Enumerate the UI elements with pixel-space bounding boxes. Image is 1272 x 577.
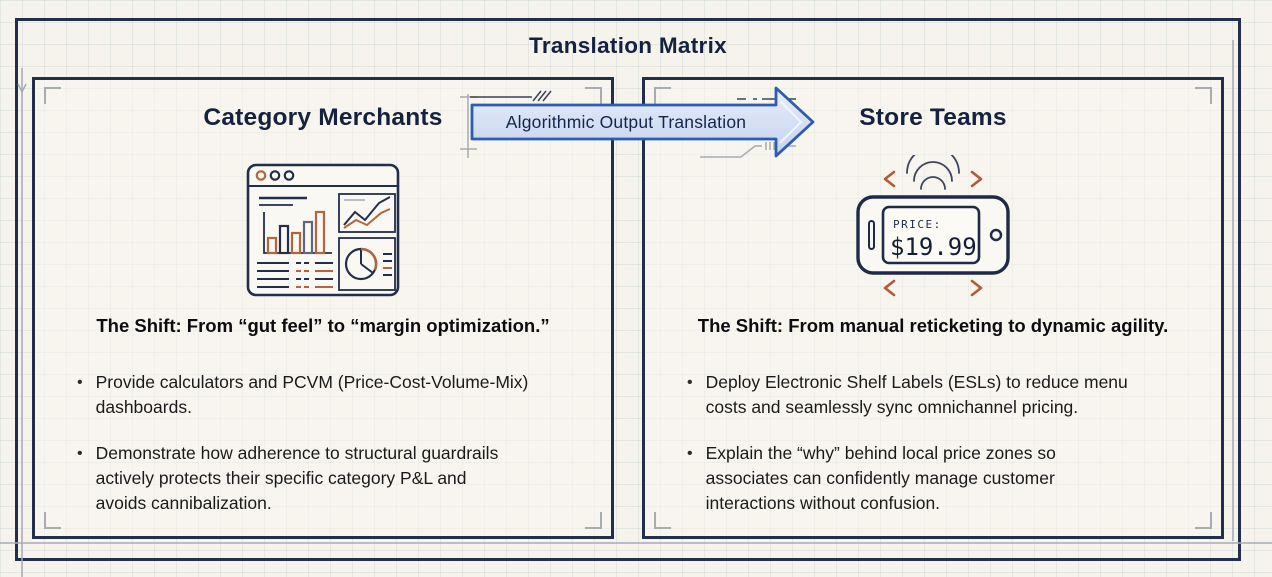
corner-bracket xyxy=(585,87,602,104)
list-item: • Provide calculators and PCVM (Price-Co… xyxy=(77,370,591,420)
right-arrow-icon xyxy=(470,86,815,158)
wifi-icon xyxy=(906,155,960,190)
corner-bracket xyxy=(585,512,602,529)
shift-statement-store-teams: The Shift: From manual reticketing to dy… xyxy=(697,315,1169,336)
esl-price-value: $19.99 xyxy=(890,233,977,261)
analytics-dashboard-icon xyxy=(246,163,400,297)
bullet-text: Explain the “why” behind local price zon… xyxy=(705,443,1056,513)
panel-category-merchants: Category Merchants xyxy=(32,77,614,539)
corner-bracket xyxy=(44,512,61,529)
esl-price-label: PRICE: xyxy=(893,218,942,231)
bullet-icon: • xyxy=(77,374,83,391)
panel-header-store-teams: Store Teams xyxy=(859,104,1007,131)
outer-frame xyxy=(15,18,1241,561)
translation-arrow: Algorithmic Output Translation xyxy=(468,85,818,159)
list-item: • Deploy Electronic Shelf Labels (ESLs) … xyxy=(687,370,1201,420)
corner-bracket xyxy=(654,512,671,529)
bullet-text: Provide calculators and PCVM (Price-Cost… xyxy=(95,372,529,417)
sync-chevrons-icon xyxy=(883,170,983,297)
bullet-icon: • xyxy=(687,374,693,391)
bullet-icon: • xyxy=(77,445,83,462)
corner-bracket xyxy=(654,87,671,104)
store-teams-bullet-list: • Deploy Electronic Shelf Labels (ESLs) … xyxy=(687,370,1201,537)
arrow-label: Algorithmic Output Translation xyxy=(505,112,747,132)
panel-header-merchants: Category Merchants xyxy=(203,104,443,131)
merchants-bullet-list: • Provide calculators and PCVM (Price-Co… xyxy=(77,370,591,537)
corner-bracket xyxy=(1195,87,1212,104)
corner-bracket xyxy=(44,87,61,104)
shift-statement-merchants: The Shift: From “gut feel” to “margin op… xyxy=(96,315,550,336)
list-item: • Demonstrate how adherence to structura… xyxy=(77,441,591,516)
bullet-text: Demonstrate how adherence to structural … xyxy=(95,443,499,513)
bullet-icon: • xyxy=(687,445,693,462)
merchants-icon-area xyxy=(35,160,611,300)
page-title: Translation Matrix xyxy=(529,33,727,58)
store-teams-icon-area: PRICE: $19.99 xyxy=(645,155,1221,300)
list-item: • Explain the “why” behind local price z… xyxy=(687,441,1201,516)
corner-bracket xyxy=(1195,512,1212,529)
bullet-text: Deploy Electronic Shelf Labels (ESLs) to… xyxy=(705,372,1128,417)
electronic-shelf-label-icon: PRICE: $19.99 xyxy=(856,155,1010,297)
